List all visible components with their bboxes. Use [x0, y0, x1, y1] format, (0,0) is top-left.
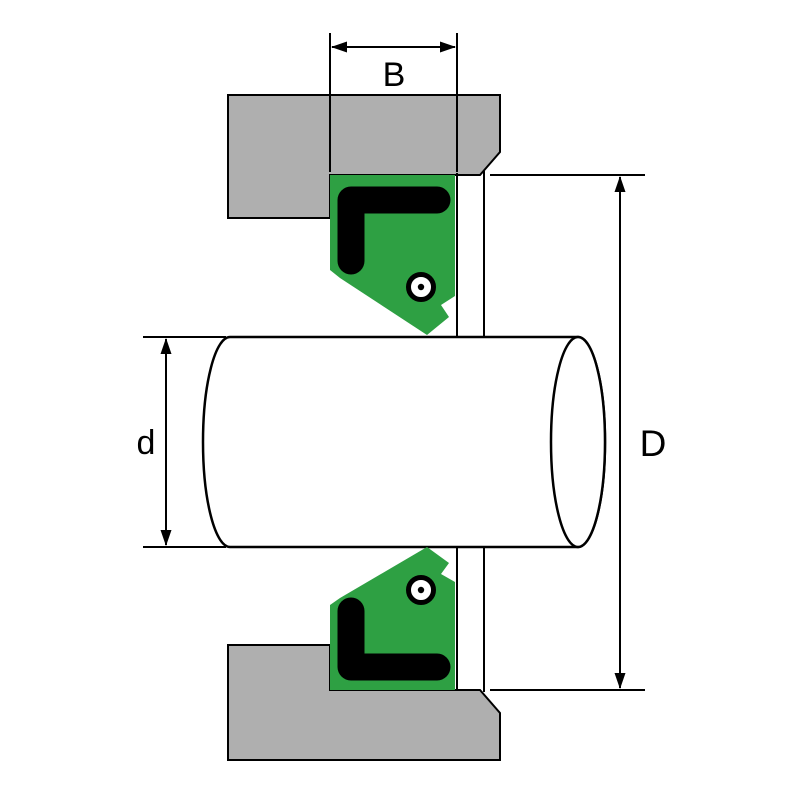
seal-bottom-case: [337, 597, 451, 681]
dimension-D-arrow-bottom: [614, 673, 626, 689]
dimension-d-arrow-bottom: [160, 530, 172, 546]
dimension-d-arrow-top: [160, 338, 172, 354]
dimension-d: d: [137, 336, 226, 548]
dimension-B-arrow-right: [440, 41, 456, 53]
seal-bottom: [330, 547, 455, 690]
dimension-D: D: [490, 174, 667, 691]
dimension-D-arrow-top: [614, 176, 626, 192]
seal-top: [330, 175, 455, 335]
dimension-D-label: D: [640, 423, 667, 464]
dimension-d-label: d: [137, 424, 156, 462]
garter-spring-top-center: [417, 283, 425, 291]
dimension-B-label: B: [383, 56, 406, 94]
shaft: [201, 335, 607, 549]
garter-spring-bottom-center: [417, 586, 425, 594]
shaft-end-ellipse: [549, 335, 607, 549]
seal-top-case: [337, 186, 451, 275]
dimension-B: B: [329, 33, 458, 172]
dimension-B-arrow-left: [331, 41, 347, 53]
